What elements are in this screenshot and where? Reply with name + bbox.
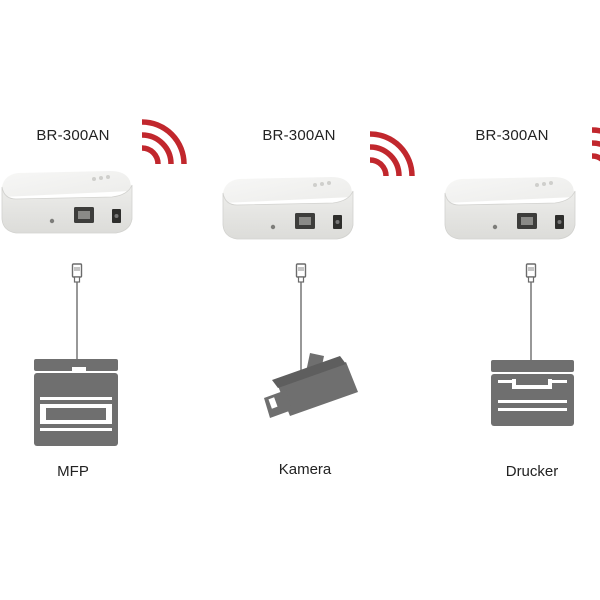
wifi-signal-icon xyxy=(370,134,412,176)
wifi-signal-icon xyxy=(592,130,600,172)
ethernet-cable-icon xyxy=(295,263,307,370)
endpoint-label-drucker: Drucker xyxy=(505,463,559,480)
endpoint-label-kamera: Kamera xyxy=(278,461,332,478)
wireless-bridge-2 xyxy=(222,176,354,240)
ethernet-cable-icon xyxy=(71,263,83,362)
bridge-label-3: BR-300AN xyxy=(475,127,549,144)
wireless-bridge-3 xyxy=(444,176,576,240)
endpoint-label-mfp: MFP xyxy=(57,463,89,480)
wifi-signal-icon xyxy=(142,122,184,164)
printer-icon xyxy=(491,360,574,426)
wireless-bridge-1 xyxy=(1,170,133,234)
bridge-label-2: BR-300AN xyxy=(262,127,336,144)
multifunction-printer-icon xyxy=(34,359,118,446)
security-camera-icon xyxy=(264,353,358,418)
ethernet-cable-icon xyxy=(525,263,537,360)
bridge-label-1: BR-300AN xyxy=(36,127,110,144)
